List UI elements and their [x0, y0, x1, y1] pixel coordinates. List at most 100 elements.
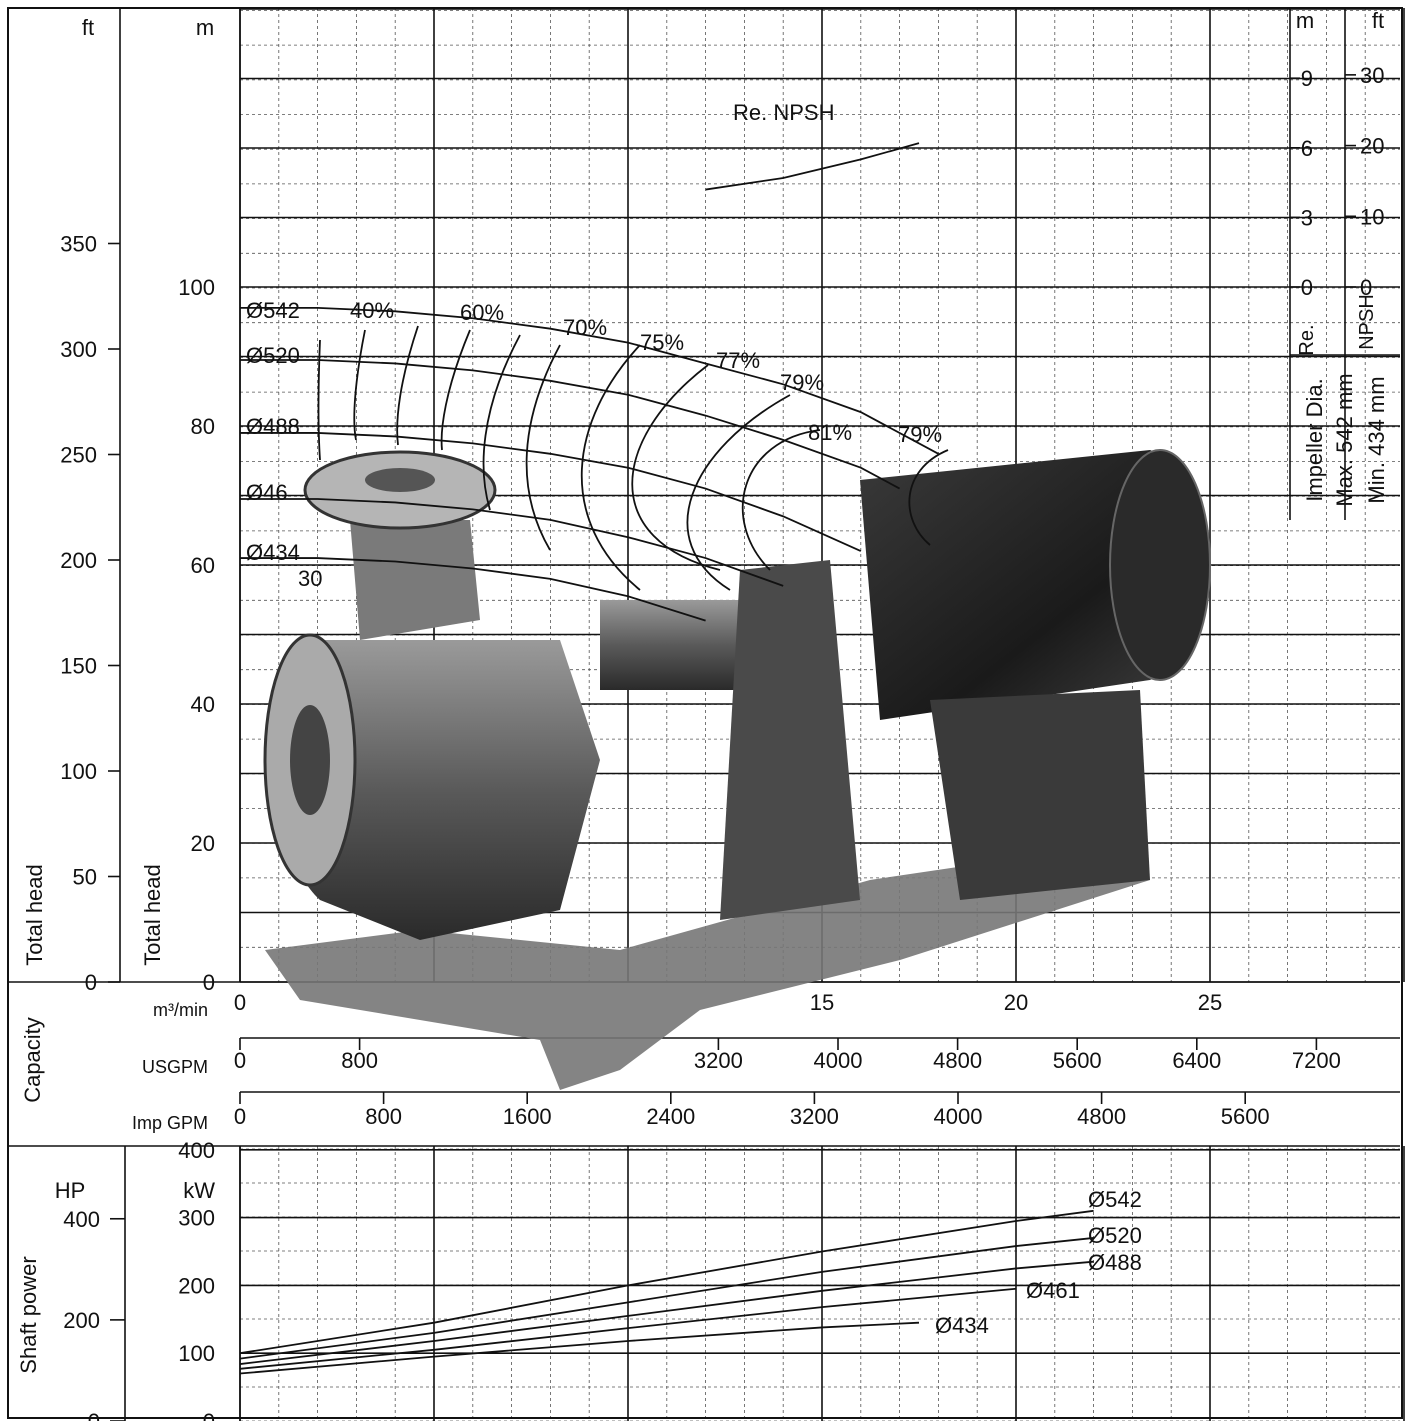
hp-tick-label: 400 [63, 1207, 100, 1232]
power-curve [239, 1287, 1017, 1370]
chart-axes [7, 7, 1403, 1421]
pump-illustration [263, 449, 1211, 1090]
power-curve [239, 1237, 1094, 1360]
usgpm-tick-label: 7200 [1292, 1048, 1341, 1073]
efficiency-curve [908, 449, 949, 546]
motor-feet [930, 690, 1150, 900]
head-curve-label: Ø488 [246, 414, 300, 439]
power-curve-label: Ø434 [935, 1313, 989, 1338]
m-tick-label: 80 [191, 414, 215, 439]
efficiency-label: 77% [716, 348, 760, 373]
kw-tick-label: 0 [203, 1409, 215, 1421]
impgpm-unit-label: Imp GPM [132, 1113, 208, 1133]
coupling-guard [720, 560, 860, 920]
m-axis-title: Total head [140, 864, 165, 966]
npsh-m-unit: m [1296, 8, 1314, 33]
impeller-note-line1: Impeller Dia. [1302, 378, 1327, 501]
npsh-m-tick: 6 [1301, 136, 1313, 161]
m-tick-label: 20 [191, 831, 215, 856]
m-unit-label: m [196, 15, 214, 40]
impgpm-tick-label: 0 [234, 1104, 246, 1129]
efficiency-curve [686, 394, 791, 591]
motor-fan-cover [1109, 449, 1211, 681]
m-tick-label: 60 [191, 553, 215, 578]
outer-frame [7, 7, 1403, 1419]
efficiency-curve [580, 344, 641, 591]
discharge-neck [350, 520, 480, 640]
impgpm-tick-label: 3200 [790, 1104, 839, 1129]
efficiency-curve [525, 344, 561, 551]
impgpm-tick-label: 4800 [1077, 1104, 1126, 1129]
ft-tick-label: 250 [60, 443, 97, 468]
power-curve [239, 1209, 1094, 1355]
usgpm-tick-label: 0 [234, 1048, 246, 1073]
hp-tick-label: 0 [88, 1409, 100, 1421]
efficiency-curve [396, 325, 419, 446]
impgpm-tick-label: 5600 [1221, 1104, 1270, 1129]
bearing-housing [600, 600, 760, 690]
npsh-axis-title: NPSH [1356, 294, 1378, 350]
shaft-power-axis-title: Shaft power [16, 1256, 41, 1373]
efficiency-curve [631, 364, 721, 571]
capacity-axis-title: Capacity [20, 1017, 45, 1103]
impgpm-tick-label: 2400 [646, 1104, 695, 1129]
power-curve [239, 1321, 920, 1375]
head-curve-label: Ø46 [246, 480, 288, 505]
npsh-m-tick: 9 [1301, 66, 1313, 91]
m3min-tick-label: 0 [234, 990, 246, 1015]
usgpm-unit-label: USGPM [142, 1057, 208, 1077]
hp-tick-label: 200 [63, 1308, 100, 1333]
head-curve [240, 498, 784, 587]
efficiency-label: 60% [460, 300, 504, 325]
usgpm-tick-label: 800 [341, 1048, 378, 1073]
pump-volute [273, 640, 600, 940]
chart-curves [239, 142, 1094, 1375]
power-curve-label: Ø542 [1088, 1187, 1142, 1212]
usgpm-tick-label: 5600 [1053, 1048, 1102, 1073]
impgpm-tick-label: 1600 [503, 1104, 552, 1129]
impeller-note-line2: Max. 542 mm [1332, 373, 1357, 506]
power-curve-label: Ø488 [1088, 1250, 1142, 1275]
usgpm-tick-label: 4800 [933, 1048, 982, 1073]
kw-tick-label: 300 [178, 1206, 215, 1231]
npsh-m-tick: 3 [1301, 205, 1313, 230]
head-curve-label: Ø520 [246, 343, 300, 368]
npsh-re-label: Re. [1296, 324, 1318, 355]
efficiency-curve [741, 429, 821, 571]
npsh-curve-label: Re. NPSH [733, 100, 834, 125]
m-tick-label: 40 [191, 692, 215, 717]
power-curve-label: Ø520 [1088, 1223, 1142, 1248]
kw-tick-label: 100 [178, 1341, 215, 1366]
kw-tick-label: 200 [178, 1273, 215, 1298]
kw-unit-label: kW [183, 1178, 215, 1203]
efficiency-curve [353, 329, 366, 441]
discharge-bore [365, 468, 435, 492]
m3min-tick-label: 20 [1004, 990, 1028, 1015]
ft-tick-label: 0 [85, 970, 97, 995]
head-curve [240, 557, 706, 622]
ft-tick-label: 200 [60, 548, 97, 573]
power-curve [239, 1260, 1094, 1365]
npsh-ft-unit: ft [1372, 8, 1384, 33]
efficiency-label: 81% [808, 420, 852, 445]
npsh-curve [705, 142, 920, 191]
impgpm-tick-label: 4000 [934, 1104, 983, 1129]
ft-tick-label: 300 [60, 337, 97, 362]
m3min-unit-label: m³/min [153, 1000, 208, 1020]
ft-tick-label: 150 [60, 654, 97, 679]
usgpm-tick-label: 6400 [1172, 1048, 1221, 1073]
m-tick-label: 0 [203, 970, 215, 995]
efficiency-label: 79% [898, 422, 942, 447]
m3min-tick-label: 15 [810, 990, 834, 1015]
ft-tick-label: 350 [60, 232, 97, 257]
ft-unit-label: ft [82, 15, 94, 40]
efficiency-label: 40% [350, 298, 394, 323]
impgpm-tick-label: 800 [365, 1104, 402, 1129]
head-curve [240, 432, 862, 552]
head-curve-label: Ø434 [246, 540, 300, 565]
npsh-m-tick: 0 [1301, 275, 1313, 300]
pump-base-plate [265, 840, 1150, 1090]
efficiency-label: 30 [298, 566, 322, 591]
